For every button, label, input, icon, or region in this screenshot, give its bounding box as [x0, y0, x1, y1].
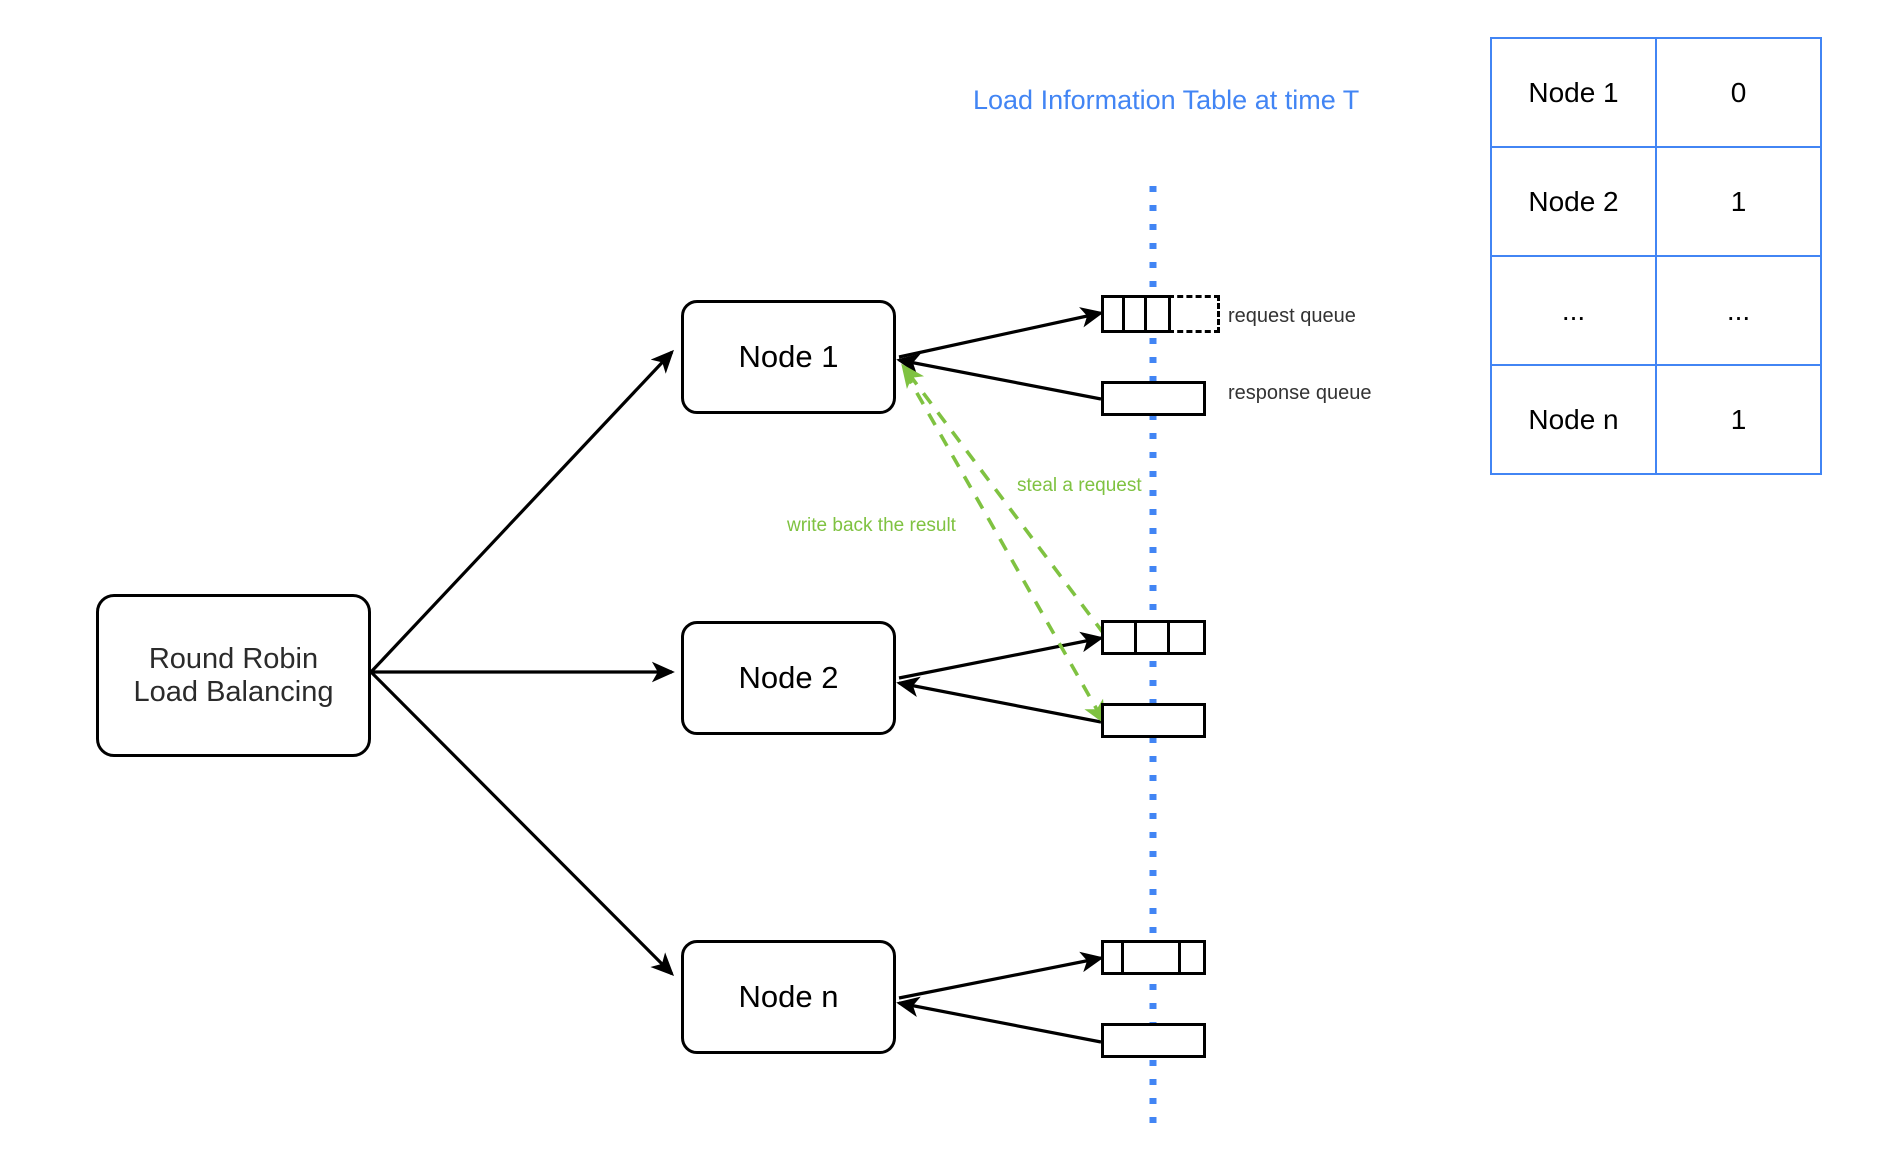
steal-a-request-label: steal a request	[1017, 475, 1142, 496]
table-cell-node: Node 2	[1490, 146, 1657, 257]
node2-response-queue-to-node-arrow	[896, 676, 1102, 724]
table-cell-node: Node 1	[1490, 37, 1657, 148]
request-queue-node-1-pending-extension	[1168, 295, 1220, 333]
lb-to-node1-arrow	[369, 349, 674, 674]
node-box-node-1[interactable]: Node 1	[681, 300, 896, 414]
node-label: Node n	[738, 979, 839, 1014]
load-information-table-body: Node 1 0 Node 2 1 ... ... Node n 1	[1490, 37, 1822, 475]
load-balancer-label-line2: Load Balancing	[133, 675, 334, 708]
node1-response-queue-to-node-arrow	[896, 353, 1102, 401]
request-queue-label: request queue	[1228, 305, 1356, 327]
node-label: Node 1	[738, 339, 839, 374]
queue-cell	[1104, 943, 1124, 972]
request-queue-node-1[interactable]	[1101, 295, 1171, 333]
table-row: Node n 1	[1490, 364, 1822, 475]
lb-to-noden-arrow	[369, 670, 675, 977]
response-queue-node-1[interactable]	[1101, 381, 1206, 416]
table-cell-node: ...	[1490, 255, 1657, 366]
node-box-node-n[interactable]: Node n	[681, 940, 896, 1054]
queue-cell	[1104, 298, 1126, 330]
table-cell-node: Node n	[1490, 364, 1657, 475]
table-cell-load: ...	[1655, 255, 1822, 366]
response-queue-node-n[interactable]	[1101, 1023, 1206, 1058]
steal-a-request-arrow	[901, 363, 1106, 636]
table-cell-load: 1	[1655, 364, 1822, 475]
table-row: ... ...	[1490, 255, 1822, 366]
queue-cell	[1104, 384, 1203, 413]
request-queue-node-n[interactable]	[1101, 940, 1206, 975]
queue-cell	[1125, 298, 1147, 330]
queue-cell	[1104, 623, 1137, 652]
queue-cell	[1124, 943, 1182, 972]
page-title: Load Information Table at time T	[973, 85, 1360, 115]
table-cell-load: 1	[1655, 146, 1822, 257]
node-label: Node 2	[738, 660, 839, 695]
write-back-the-result-arrow	[903, 371, 1106, 725]
load-information-table: Node 1 0 Node 2 1 ... ... Node n 1	[1490, 37, 1822, 475]
request-queue-node-2[interactable]	[1101, 620, 1206, 655]
write-back-the-result-label: write back the result	[787, 515, 956, 536]
node2-to-request-queue-arrow	[898, 631, 1104, 680]
queue-cell	[1170, 623, 1203, 652]
queue-cell	[1104, 1026, 1203, 1055]
node1-to-request-queue-arrow	[898, 307, 1104, 359]
table-row: Node 1 0	[1490, 37, 1822, 148]
noden-response-queue-to-node-arrow	[896, 996, 1102, 1044]
noden-to-request-queue-arrow	[898, 951, 1104, 1000]
round-robin-load-balancer-box[interactable]: Round Robin Load Balancing	[96, 594, 371, 757]
load-balancer-label-line1: Round Robin	[148, 642, 319, 675]
queue-cell	[1104, 706, 1203, 735]
queue-cell	[1137, 623, 1170, 652]
queue-cell	[1147, 298, 1168, 330]
table-row: Node 2 1	[1490, 146, 1822, 257]
response-queue-label: response queue	[1228, 382, 1372, 404]
response-queue-node-2[interactable]	[1101, 703, 1206, 738]
node-box-node-2[interactable]: Node 2	[681, 621, 896, 735]
table-cell-load: 0	[1655, 37, 1822, 148]
queue-cell	[1181, 943, 1203, 972]
